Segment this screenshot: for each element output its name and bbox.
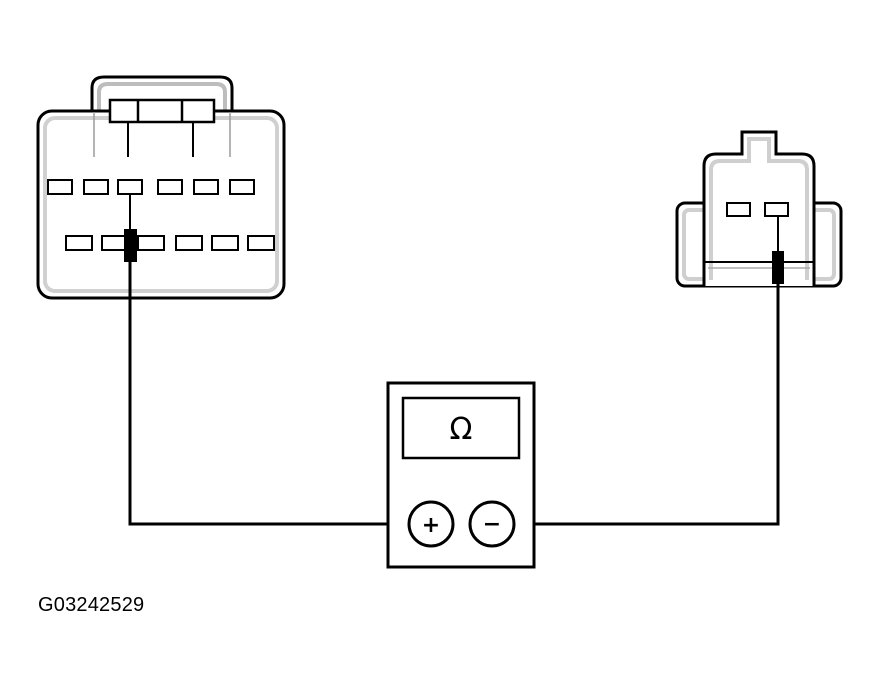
right-connector-inner — [702, 130, 816, 286]
wire-negative — [514, 284, 780, 526]
ohm-symbol: Ω — [450, 412, 473, 447]
figure-id: G03242529 — [38, 594, 145, 616]
pin-cavity — [229, 179, 255, 195]
pin-cavity — [175, 235, 203, 251]
right-connector — [675, 130, 843, 288]
negative-terminal — [468, 500, 516, 548]
pin-cavity — [247, 235, 275, 251]
left-connector-top-row — [47, 179, 255, 195]
pin-cavity — [117, 179, 143, 195]
left-connector-body — [36, 109, 286, 300]
ohmmeter: Ω + − — [386, 381, 536, 569]
pin-cavity — [726, 202, 751, 217]
pin-cavity — [193, 179, 219, 195]
right-probe — [772, 251, 784, 284]
pin-cavity — [211, 235, 239, 251]
pin-cavity — [137, 235, 165, 251]
left-probe — [124, 229, 137, 262]
left-connector — [36, 75, 286, 300]
pin-cavity — [65, 235, 93, 251]
wire-positive — [128, 262, 409, 526]
left-connector-latch-shade — [97, 82, 227, 112]
pin-cavity — [47, 179, 73, 195]
pin-cavity — [764, 202, 789, 217]
positive-terminal-symbol: + — [422, 513, 440, 538]
negative-terminal-symbol: − — [483, 512, 501, 537]
left-connector-latch-window — [108, 98, 216, 124]
right-connector-inner-shade — [709, 137, 809, 280]
pin-cavity — [157, 179, 183, 195]
left-connector-bottom-row — [65, 235, 275, 251]
positive-terminal — [407, 500, 455, 548]
pin-cavity — [83, 179, 109, 195]
ohmmeter-display — [401, 396, 521, 460]
